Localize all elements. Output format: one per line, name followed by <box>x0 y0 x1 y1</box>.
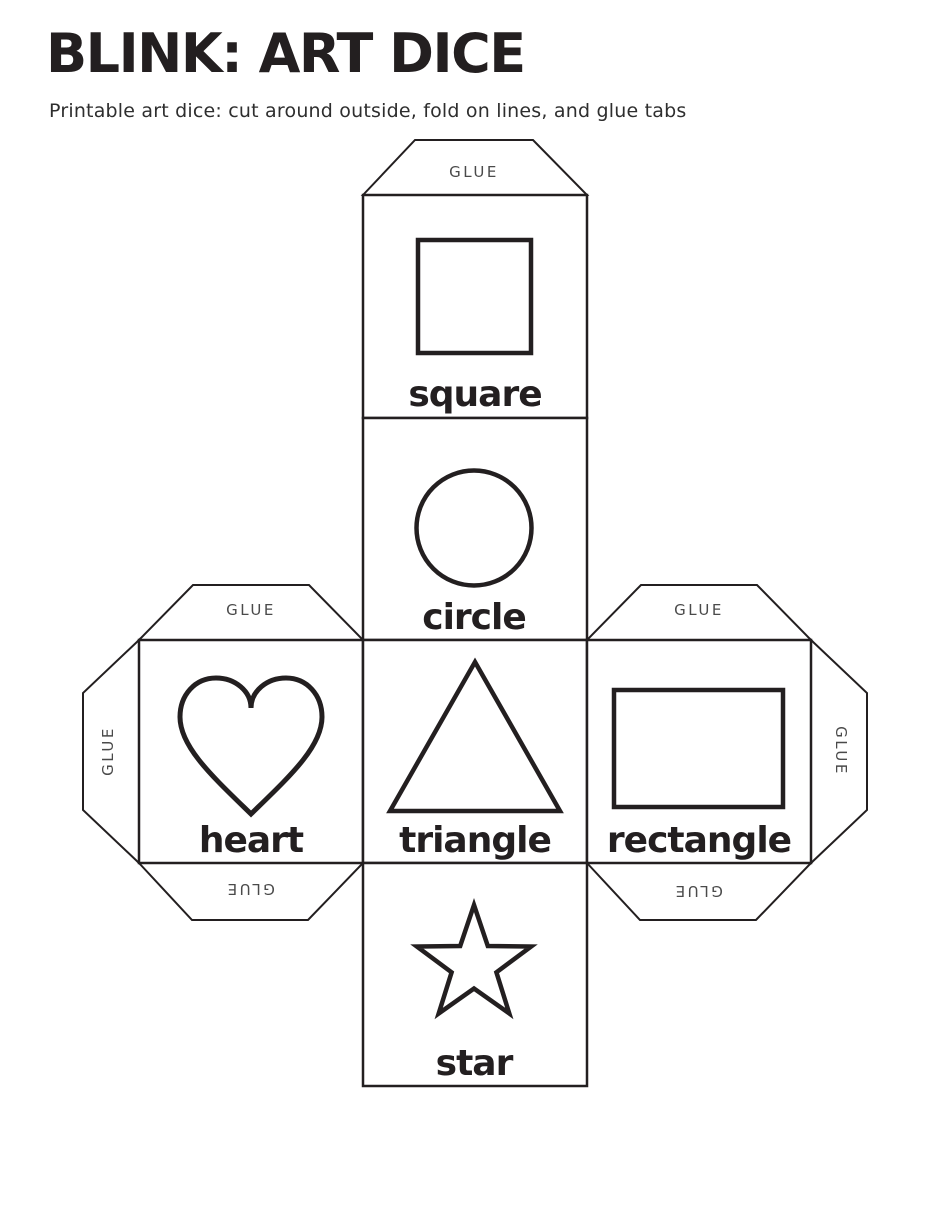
star-shape-icon <box>410 897 538 1020</box>
face-label-square: square <box>408 374 541 415</box>
face-label-triangle: triangle <box>399 820 551 861</box>
glue-tab-top-of-rectangle: GLUE <box>584 584 814 641</box>
face-circle: circle <box>361 416 589 642</box>
face-label-star: star <box>436 1043 514 1084</box>
glue-label: GLUE <box>832 726 850 776</box>
face-label-circle: circle <box>422 597 526 638</box>
face-outline <box>137 638 365 865</box>
glue-tab-bottom-of-rectangle: GLUE <box>584 862 814 921</box>
face-outline <box>585 638 813 865</box>
heart-shape-icon <box>177 675 325 818</box>
face-triangle: triangle <box>361 638 589 865</box>
face-square: square <box>361 193 589 420</box>
glue-label: GLUE <box>674 601 724 619</box>
page-title: BLINK: ART DICE <box>46 22 526 85</box>
face-star: star <box>361 861 589 1088</box>
glue-label: GLUE <box>449 163 499 181</box>
glue-tab-bottom-of-heart: GLUE <box>136 862 366 921</box>
face-label-heart: heart <box>199 820 304 861</box>
face-outline <box>361 193 589 420</box>
glue-label: GLUE <box>225 880 275 898</box>
triangle-shape-icon <box>386 657 564 814</box>
square-shape-icon <box>415 237 534 356</box>
glue-tab-top-of-heart: GLUE <box>136 584 366 641</box>
face-label-rectangle: rectangle <box>607 820 791 861</box>
circle-shape-icon <box>414 468 534 588</box>
glue-label: GLUE <box>99 726 117 776</box>
face-outline <box>361 416 589 642</box>
face-outline <box>361 861 589 1088</box>
glue-tab-top-of-square: GLUE <box>360 139 590 196</box>
glue-label: GLUE <box>226 601 276 619</box>
glue-tab-left-of-heart: GLUE <box>82 637 140 866</box>
face-outline <box>361 638 589 865</box>
face-heart: heart <box>137 638 365 865</box>
glue-label: GLUE <box>673 882 723 900</box>
face-rectangle: rectangle <box>585 638 813 865</box>
page-subtitle: Printable art dice: cut around outside, … <box>49 100 687 122</box>
glue-tab-right-of-rectangle: GLUE <box>810 637 868 866</box>
rectangle-shape-icon <box>611 687 786 810</box>
